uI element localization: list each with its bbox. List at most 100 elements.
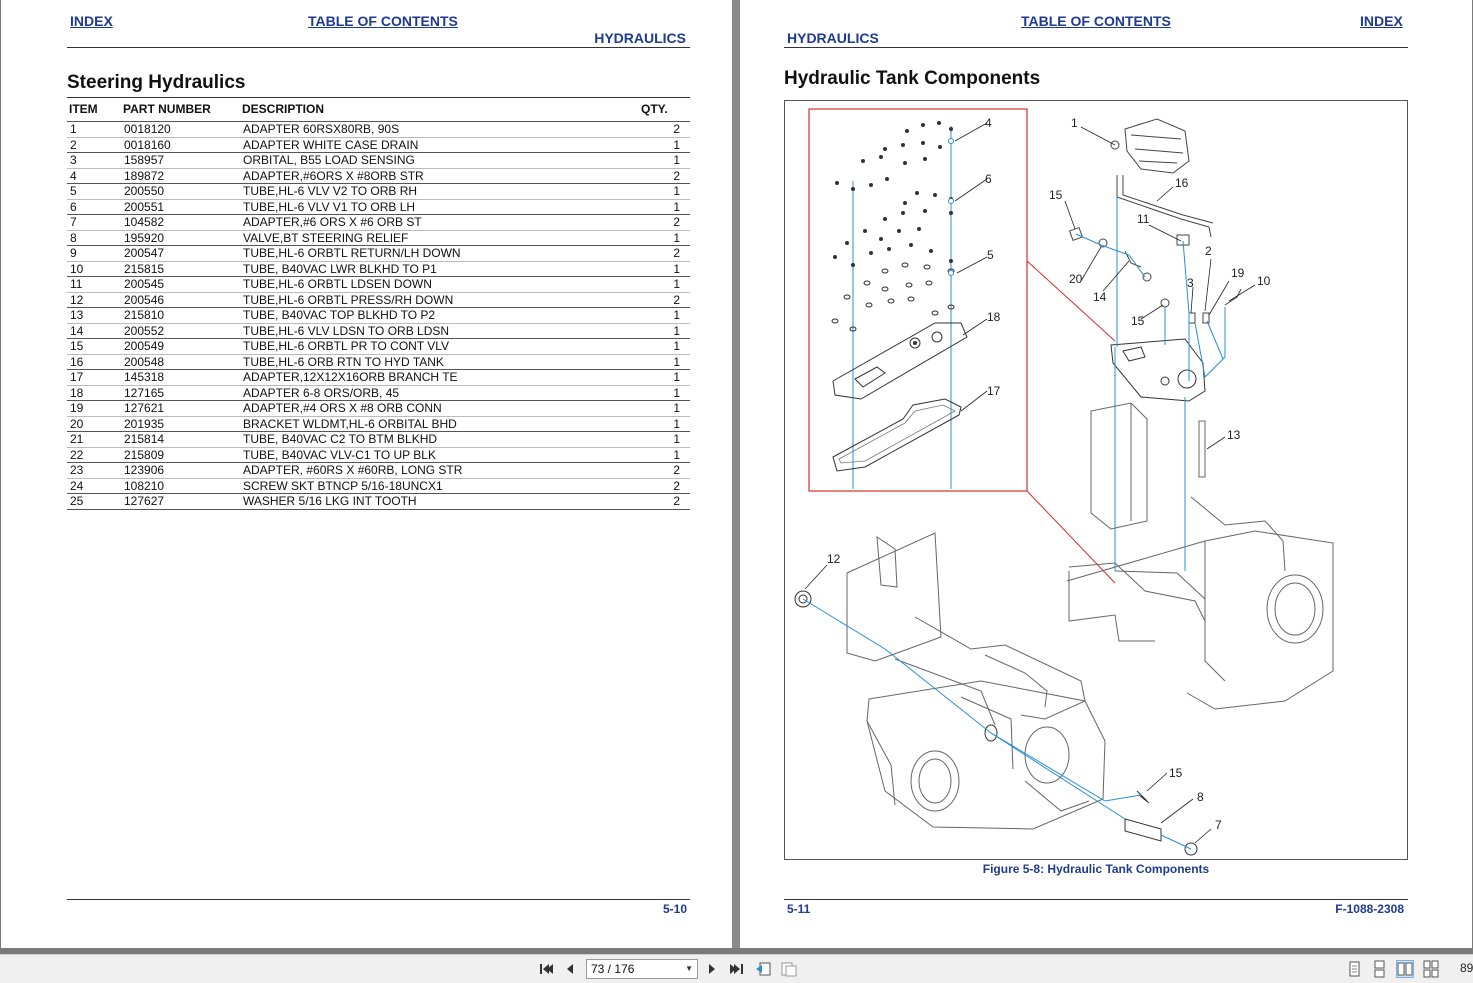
header-rule (784, 47, 1408, 48)
index-link[interactable]: INDEX (70, 13, 113, 29)
header-rule (67, 47, 690, 48)
part-number-cell: 195920 (124, 230, 165, 245)
part-number-cell: 108210 (124, 478, 165, 493)
next-page-icon[interactable] (703, 960, 721, 978)
page-indicator: 73 / 176 (591, 962, 635, 976)
callout-8: 8 (1197, 790, 1204, 804)
item-cell: 2 (70, 137, 77, 152)
part-number-cell: 123906 (124, 463, 165, 477)
valve-assembly (1068, 118, 1242, 324)
part-number-cell: 0018120 (124, 122, 171, 136)
item-cell: 23 (70, 463, 84, 477)
callout-14: 14 (1093, 290, 1107, 304)
item-cell: 20 (70, 416, 84, 431)
description-cell: ADAPTER, #60RS X #60RB, LONG STR (243, 463, 463, 477)
callout-labels: 1 2 3 4 5 6 7 8 10 11 12 13 14 15 15 15 … (827, 116, 1271, 832)
col-header-qty: QTY. (641, 102, 668, 116)
exploded-view-drawing: 1 2 3 4 5 6 7 8 10 11 12 13 14 15 15 15 … (794, 108, 1334, 856)
qty-cell: 2 (673, 494, 680, 508)
item-cell: 7 (70, 215, 77, 229)
description-cell: TUBE,HL-6 ORB RTN TO HYD TANK (243, 354, 444, 369)
callout-13: 13 (1227, 428, 1241, 442)
callout-15: 15 (1169, 766, 1183, 780)
description-cell: VALVE,BT STEERING RELIEF (243, 230, 409, 245)
continuous-view-icon[interactable] (1370, 960, 1388, 978)
detail-box (808, 108, 1028, 492)
last-page-icon[interactable] (728, 960, 746, 978)
item-cell: 11 (70, 277, 83, 291)
part-number-cell: 158957 (124, 153, 165, 167)
callout-15: 15 (1049, 188, 1063, 202)
footer-rule (784, 899, 1408, 900)
footer-rule (67, 899, 690, 900)
zoom-level[interactable]: 89 (1460, 961, 1473, 975)
part-number-cell: 215814 (124, 432, 165, 446)
item-cell: 3 (70, 153, 77, 167)
table-of-contents-link[interactable]: TABLE OF CONTENTS (1021, 13, 1171, 29)
previous-page-icon[interactable] (561, 960, 579, 978)
callout-18: 18 (987, 310, 1001, 324)
callout-leaders (804, 122, 1256, 844)
table-row: 23 123906 ADAPTER, #60RS X #60RB, LONG STR… (67, 462, 690, 478)
qty-cell: 1 (673, 277, 680, 291)
description-cell: TUBE,HL-6 VLV V1 TO ORB LH (243, 199, 416, 214)
go-forward-view-icon[interactable] (780, 960, 798, 978)
qty-cell: 1 (673, 323, 680, 338)
item-cell: 15 (70, 339, 84, 353)
qty-cell: 1 (673, 370, 680, 384)
callout-2: 2 (1205, 244, 1212, 258)
description-cell: TUBE, B40VAC C2 TO BTM BLKHD (243, 432, 438, 446)
item-cell: 5 (70, 184, 77, 198)
go-back-view-icon[interactable] (754, 960, 772, 978)
callout-3: 3 (1187, 276, 1194, 290)
description-cell: TUBE,HL-6 ORBTL RETURN/LH DOWN (243, 246, 461, 260)
part-number-cell: 127621 (124, 401, 165, 415)
description-cell: TUBE, B40VAC TOP BLKHD TO P2 (243, 308, 436, 322)
table-of-contents-link[interactable]: TABLE OF CONTENTS (308, 13, 458, 29)
index-link[interactable]: INDEX (1360, 13, 1403, 29)
callout-10: 10 (1257, 274, 1271, 288)
description-cell: ADAPTER,#6 ORS X #6 ORB ST (243, 215, 422, 229)
callout-15: 15 (1131, 314, 1145, 328)
first-page-icon[interactable] (537, 960, 555, 978)
page-number-field[interactable]: 73 / 176 ▼ (586, 959, 698, 979)
chevron-down-icon[interactable]: ▼ (685, 964, 693, 973)
page-title: Steering Hydraulics (67, 72, 246, 93)
table-top-rule (67, 97, 690, 98)
item-cell: 21 (70, 432, 84, 446)
description-cell: TUBE,HL-6 ORBTL PRESS/RH DOWN (243, 292, 454, 307)
qty-cell: 1 (673, 354, 680, 369)
exploded-view-figure: 1 2 3 4 5 6 7 8 10 11 12 13 14 15 15 15 … (784, 100, 1408, 860)
part-number-cell: 200550 (124, 184, 165, 198)
tank-cap (1110, 338, 1206, 402)
part-number-cell: 200551 (124, 199, 165, 214)
item-cell: 13 (70, 308, 84, 322)
part-number-cell: 200546 (124, 292, 165, 307)
callout-11: 11 (1137, 212, 1150, 226)
col-header-description: DESCRIPTION (242, 102, 325, 116)
plate (832, 322, 968, 400)
part-number-cell: 200552 (124, 323, 165, 338)
facing-pages-view-icon[interactable] (1396, 960, 1414, 978)
item-cell: 10 (70, 261, 84, 276)
qty-cell: 2 (673, 246, 680, 260)
part-number-cell: 200549 (124, 339, 165, 353)
callout-1: 1 (1071, 116, 1078, 130)
continuous-facing-view-icon[interactable] (1422, 960, 1440, 978)
item-cell: 8 (70, 230, 77, 245)
part-number-cell: 127627 (124, 494, 165, 508)
qty-cell: 2 (673, 463, 680, 477)
description-cell: ADAPTER,12X12X16ORB BRANCH TE (243, 370, 458, 384)
single-page-view-icon[interactable] (1345, 960, 1363, 978)
gasket (832, 398, 962, 472)
